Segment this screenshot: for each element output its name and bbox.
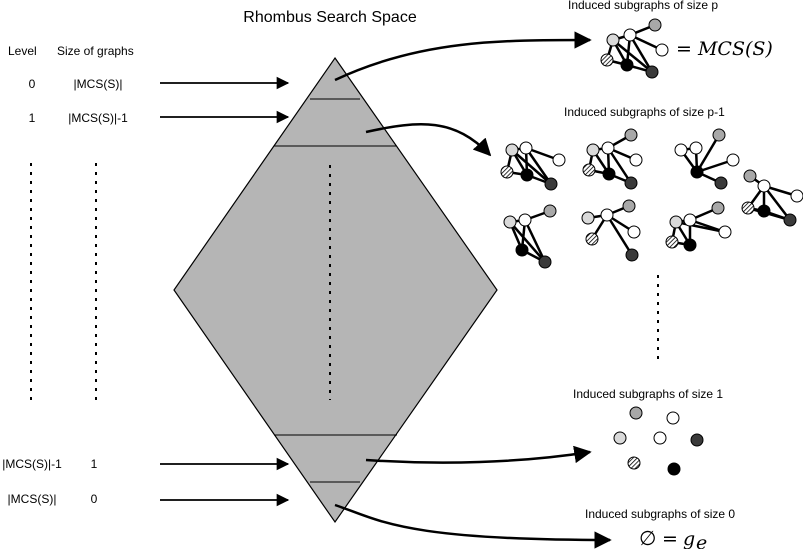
graph-node bbox=[665, 235, 679, 249]
graph-node bbox=[500, 165, 514, 179]
graph-node bbox=[743, 169, 757, 183]
graph-node bbox=[629, 406, 643, 420]
graph-node bbox=[623, 28, 637, 42]
graph-node bbox=[627, 456, 641, 470]
label-size-p-minus-1: Induced subgraphs of size p-1 bbox=[564, 105, 725, 119]
graph-node bbox=[503, 215, 517, 229]
graph-node bbox=[689, 141, 703, 155]
size-value: |MCS(S)| bbox=[74, 77, 123, 91]
graph-node bbox=[683, 238, 697, 252]
graph-node bbox=[624, 176, 638, 190]
graph-node bbox=[585, 232, 599, 246]
graph-node bbox=[624, 128, 638, 142]
graph-size-1 bbox=[613, 406, 704, 476]
size-value: 1 bbox=[91, 457, 98, 471]
size-value: |MCS(S)|-1 bbox=[68, 111, 128, 125]
graph-node bbox=[538, 255, 552, 269]
graph-size-p-nodes bbox=[600, 18, 669, 79]
graph-node bbox=[552, 153, 566, 167]
graph-node bbox=[690, 433, 704, 447]
graph-node bbox=[757, 179, 771, 193]
graph-node bbox=[790, 189, 803, 203]
label-size-p: Induced subgraphs of size p bbox=[568, 0, 718, 12]
label-size-1: Induced subgraphs of size 1 bbox=[573, 387, 723, 401]
label-size-0: Induced subgraphs of size 0 bbox=[585, 507, 735, 521]
graph-node bbox=[620, 58, 634, 72]
level-value: 0 bbox=[29, 77, 36, 91]
graph-node bbox=[648, 18, 662, 32]
graph-node bbox=[581, 211, 595, 225]
graph-node bbox=[711, 201, 725, 215]
level-value: |MCS(S)| bbox=[8, 492, 57, 506]
empty-equals: = bbox=[662, 528, 678, 549]
graph-node bbox=[622, 199, 636, 213]
graph-node bbox=[600, 53, 614, 67]
level-value: 1 bbox=[29, 111, 36, 125]
graph-node bbox=[726, 153, 740, 167]
graph-node bbox=[518, 213, 532, 227]
graph-node bbox=[543, 204, 557, 218]
graph-node bbox=[613, 431, 627, 445]
graph-node bbox=[653, 431, 667, 445]
graph-node bbox=[669, 215, 683, 229]
mcs-equation: = MCS(S) bbox=[676, 38, 773, 60]
arrow-to-size-1 bbox=[365, 445, 592, 464]
empty-set-symbol: ∅ bbox=[639, 526, 656, 549]
graph-node bbox=[505, 143, 519, 157]
size-header: Size of graphs bbox=[57, 44, 134, 58]
graph-node bbox=[586, 143, 600, 157]
graph-node bbox=[602, 167, 616, 181]
graph-node bbox=[718, 225, 732, 239]
graph-node bbox=[544, 177, 558, 191]
graph-node bbox=[783, 213, 797, 227]
graph-node bbox=[757, 204, 771, 218]
graph-node bbox=[683, 213, 697, 227]
graph-node bbox=[655, 43, 669, 57]
graph-node bbox=[666, 411, 680, 425]
arrow-to-size-p-minus-1 bbox=[365, 123, 492, 157]
arrow-to-size-p bbox=[334, 31, 592, 82]
graph-node bbox=[741, 201, 755, 215]
diagram-title: Rhombus Search Space bbox=[243, 9, 417, 26]
graph-node bbox=[667, 462, 681, 476]
graph-node bbox=[629, 153, 643, 167]
graph-node bbox=[520, 168, 534, 182]
graph-node bbox=[714, 176, 728, 190]
ge-symbol: g bbox=[683, 528, 695, 549]
graph-node bbox=[712, 128, 726, 142]
ge-subscript: e bbox=[696, 532, 707, 549]
level-header: Level bbox=[8, 44, 37, 58]
rhombus-shape bbox=[173, 56, 498, 524]
graph-node bbox=[582, 163, 596, 177]
graph-node bbox=[601, 141, 615, 155]
graph-node bbox=[645, 65, 659, 79]
graph-node bbox=[515, 243, 529, 257]
graph-node bbox=[690, 165, 704, 179]
graph-node bbox=[627, 225, 641, 239]
graph-node bbox=[600, 208, 614, 222]
graph-size-p-minus-1 bbox=[679, 134, 734, 185]
arrow-to-size-0 bbox=[334, 503, 612, 549]
graph-node bbox=[625, 248, 639, 262]
graph-size-p-minus-1 bbox=[746, 174, 798, 222]
level-value: |MCS(S)|-1 bbox=[2, 457, 62, 471]
graph-node bbox=[606, 33, 620, 47]
size-value: 0 bbox=[91, 492, 98, 506]
graph-node bbox=[674, 143, 688, 157]
graph-node bbox=[519, 141, 533, 155]
